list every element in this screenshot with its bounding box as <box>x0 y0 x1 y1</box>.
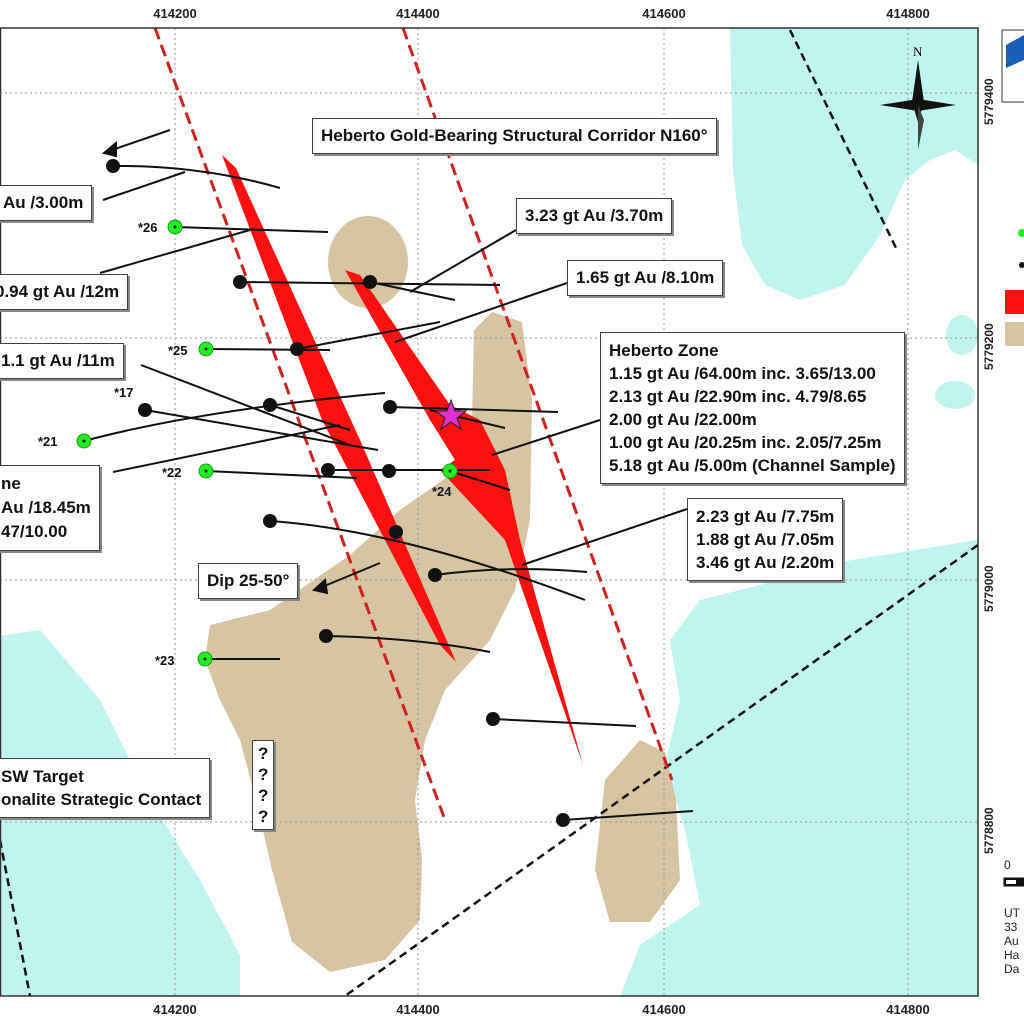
legend-panel <box>1001 29 1024 887</box>
left-zone-line: Au /18.45m <box>1 498 91 517</box>
logo-mark <box>1006 35 1024 68</box>
heberto-zone-line: 2.13 gt Au /22.90m inc. 4.79/8.65 <box>609 387 867 406</box>
corridor-label: Heberto Gold-Bearing Structural Corridor… <box>312 118 717 154</box>
easting-top-414800: 414800 <box>886 6 930 21</box>
heberto-zone-title: Heberto Zone <box>609 341 719 360</box>
northing-5779200: 5779200 <box>982 323 996 370</box>
heberto-zone-line: 5.18 gt Au /5.00m (Channel Sample) <box>609 456 896 475</box>
unknown-extent-label: ? ? ? ? <box>252 740 275 830</box>
discovery-star-icon <box>434 398 468 431</box>
easting-bottom-414400: 414400 <box>396 1002 440 1017</box>
legend-intrusive-swatch <box>1005 322 1024 346</box>
scale-zero: 0 <box>1004 858 1011 872</box>
hole-label: *24 <box>432 484 452 499</box>
hole-label: *21 <box>38 434 58 449</box>
legend-planned-hole-icon <box>1018 229 1024 237</box>
question-mark: ? <box>258 807 269 826</box>
northing-5779400: 5779400 <box>982 78 996 125</box>
heberto-zone-label: Heberto Zone 1.15 gt Au /64.00m inc. 3.6… <box>600 332 905 484</box>
legend-drill-hole-icon <box>1019 262 1024 268</box>
easting-bottom-414200: 414200 <box>153 1002 197 1017</box>
legend-note: 33 <box>1004 920 1018 934</box>
heberto-zone-line: 1.00 gt Au /20.25m inc. 2.05/7.25m <box>609 433 882 452</box>
dip-label: Dip 25-50° <box>198 563 299 599</box>
arrows <box>101 129 381 595</box>
result-label-11m: 1.1 gt Au /11m <box>0 343 124 379</box>
heberto-zone-line: 2.00 gt Au /22.00m <box>609 410 757 429</box>
easting-bottom-414800: 414800 <box>886 1002 930 1017</box>
structure-lens <box>440 470 515 520</box>
heberto-zone-line: 1.15 gt Au /64.00m inc. 3.65/13.00 <box>609 364 876 383</box>
south-result-line: 2.23 gt Au /7.75m <box>696 507 835 526</box>
left-zone-line: 47/10.00 <box>1 522 68 541</box>
legend-note: UT <box>1004 906 1020 920</box>
result-label-3-70m: 3.23 gt Au /3.70m <box>516 198 673 234</box>
arrow-head <box>311 578 329 595</box>
hole-label: *17 <box>114 385 134 400</box>
sw-target-subtitle: onalite Strategic Contact <box>1 790 202 809</box>
drill-collars <box>106 159 570 827</box>
hole-label: *22 <box>162 465 182 480</box>
water-area-se <box>620 540 978 996</box>
northing-5778800: 5778800 <box>982 807 996 854</box>
north-label: N <box>913 44 923 59</box>
left-zone-label: ne Au /18.45m 47/10.00 <box>0 465 100 551</box>
hole-label: *25 <box>168 343 188 358</box>
south-result-line: 1.88 gt Au /7.05m <box>696 530 835 549</box>
easting-top-414200: 414200 <box>153 6 197 21</box>
hole-label: *26 <box>138 220 158 235</box>
water-spot <box>935 381 975 409</box>
legend-note: Ha <box>1004 948 1020 962</box>
sw-target-label: SW Target onalite Strategic Contact <box>0 758 211 818</box>
sw-target-title: SW Target <box>1 767 84 786</box>
leader-lines <box>99 171 688 566</box>
question-mark: ? <box>258 765 269 784</box>
faults <box>0 29 979 998</box>
north-arrow-icon <box>880 60 956 150</box>
south-results-label: 2.23 gt Au /7.75m 1.88 gt Au /7.05m 3.46… <box>687 498 844 581</box>
intrusive-south <box>595 740 680 922</box>
left-zone-line: ne <box>1 474 21 493</box>
legend-structure-swatch <box>1005 290 1024 314</box>
hole-label: *23 <box>155 653 175 668</box>
northing-5779000: 5779000 <box>982 565 996 612</box>
water-spot <box>946 315 978 355</box>
question-mark: ? <box>258 786 269 805</box>
easting-bottom-414600: 414600 <box>642 1002 686 1017</box>
easting-top-414600: 414600 <box>642 6 686 21</box>
legend-note: Da <box>1004 962 1020 976</box>
result-label-3m: Au /3.00m <box>0 185 93 221</box>
result-label-8-10m: 1.65 gt Au /8.10m <box>567 260 724 296</box>
easting-top-414400: 414400 <box>396 6 440 21</box>
question-mark: ? <box>258 744 269 763</box>
arrow-head <box>101 140 117 158</box>
intrusive-main <box>205 312 532 972</box>
result-label-12m: 0.94 gt Au /12m <box>0 274 129 310</box>
legend-note: Au <box>1004 934 1019 948</box>
south-result-line: 3.46 gt Au /2.20m <box>696 553 835 572</box>
